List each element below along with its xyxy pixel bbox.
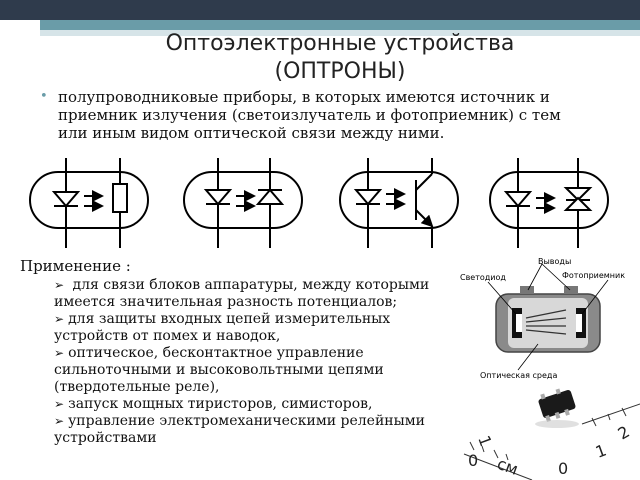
optical-medium-icon	[508, 298, 588, 348]
light-rays-icon	[525, 309, 567, 335]
list-item: ➢ для связи блоков аппаратуры, между кот…	[54, 277, 454, 311]
optocoupler-photo: 1 0 см 0 1 2	[462, 384, 640, 480]
applications-title: Применение :	[20, 257, 131, 275]
chip-package-icon	[535, 388, 579, 428]
list-item: ➢запуск мощных тиристоров, симисторов,	[54, 396, 454, 413]
header-bar-accent	[40, 20, 640, 30]
header-bar-dark	[0, 0, 640, 20]
arrow-bullet-icon: ➢	[54, 312, 65, 326]
list-item-text: для связи блоков аппаратуры, между котор…	[54, 277, 430, 310]
slide-title: Оптоэлектронные устройства (ОПТРОНЫ)	[60, 30, 620, 86]
ruler-label-0a: 0	[468, 451, 478, 470]
arrow-bullet-icon: ➢	[54, 414, 65, 428]
symbol-led-photodiode-icon	[183, 158, 303, 248]
applications-list: ➢ для связи блоков аппаратуры, между кот…	[54, 277, 454, 447]
arrow-bullet-icon: ➢	[54, 397, 65, 411]
label-optical-medium: Оптическая среда	[480, 371, 557, 380]
list-item: ➢оптическое, бесконтактное управление си…	[54, 345, 454, 396]
symbol-led-phototransistor-icon	[339, 158, 459, 248]
slide-title-line2: (ОПТРОНЫ)	[274, 59, 406, 84]
list-item: ➢для защиты входных цепей измерительных …	[54, 311, 454, 345]
ruler-label-0b: 0	[558, 459, 568, 478]
slide-title-line1: Оптоэлектронные устройства	[165, 31, 515, 56]
intro-text: полупроводниковые приборы, в которых име…	[58, 88, 561, 142]
symbol-led-photothyristor-icon	[489, 158, 609, 248]
arrow-bullet-icon: ➢	[54, 278, 65, 292]
list-item-text: для защиты входных цепей измерительных у…	[54, 311, 391, 344]
list-item-text: управление электромеханическими релейным…	[54, 413, 425, 446]
bullet-icon: •	[40, 89, 48, 104]
list-item-text: оптическое, бесконтактное управление сил…	[54, 345, 384, 395]
ruler-ticks-icon	[463, 403, 640, 480]
symbol-led-photoresistor-icon	[29, 158, 149, 248]
list-item-text: запуск мощных тиристоров, симисторов,	[68, 396, 373, 412]
optocoupler-symbols	[29, 158, 609, 248]
label-photodetector: Фотоприемник	[562, 271, 625, 280]
intro-paragraph: • полупроводниковые приборы, в которых и…	[40, 88, 580, 142]
optocoupler-construction-diagram: Выводы Светодиод Фотоприемник Оптическая…	[460, 257, 625, 380]
arrow-bullet-icon: ➢	[54, 346, 65, 360]
list-item: ➢управление электромеханическими релейны…	[54, 413, 454, 447]
label-pins: Выводы	[538, 257, 571, 266]
label-led: Светодиод	[460, 273, 506, 282]
header-bar-light	[40, 30, 640, 36]
